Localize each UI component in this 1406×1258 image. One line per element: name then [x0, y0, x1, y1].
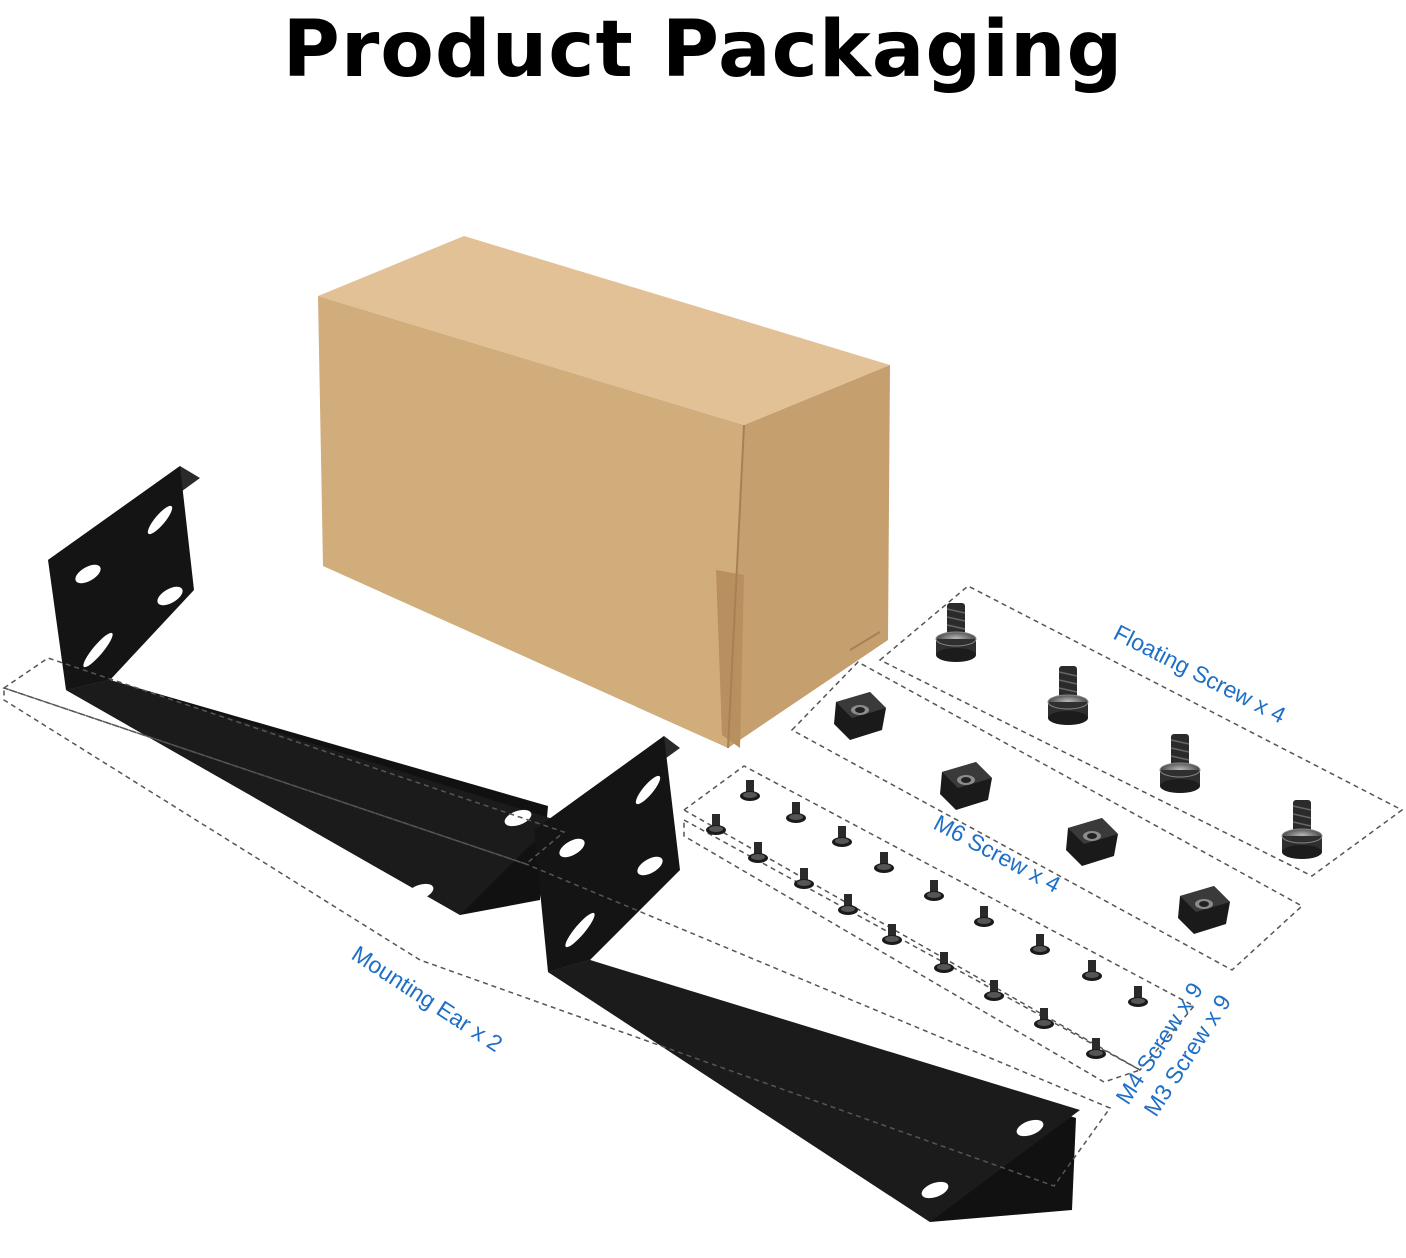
mounting-ear-outline	[2, 657, 566, 865]
m6-screw-group	[834, 692, 1230, 934]
mounting-ear-outline	[3, 686, 1112, 1187]
cardboard-box	[318, 236, 890, 749]
mounting-ear-label: Mounting Ear x 2	[347, 940, 507, 1057]
m6-screw-outline	[790, 661, 1304, 971]
m6-screw-label: M6 Screw x 4	[930, 809, 1065, 897]
mounting-ear-bracket	[534, 736, 1080, 1222]
floating-screw-label: Floating Screw x 4	[1110, 619, 1291, 728]
mounting-ear-bracket	[48, 466, 556, 915]
m4-screw-outline	[682, 765, 1196, 1071]
floating-screw-outline	[878, 585, 1404, 877]
page-title: Product Packaging	[282, 5, 1124, 95]
m3-screw-outline	[683, 818, 1142, 1083]
